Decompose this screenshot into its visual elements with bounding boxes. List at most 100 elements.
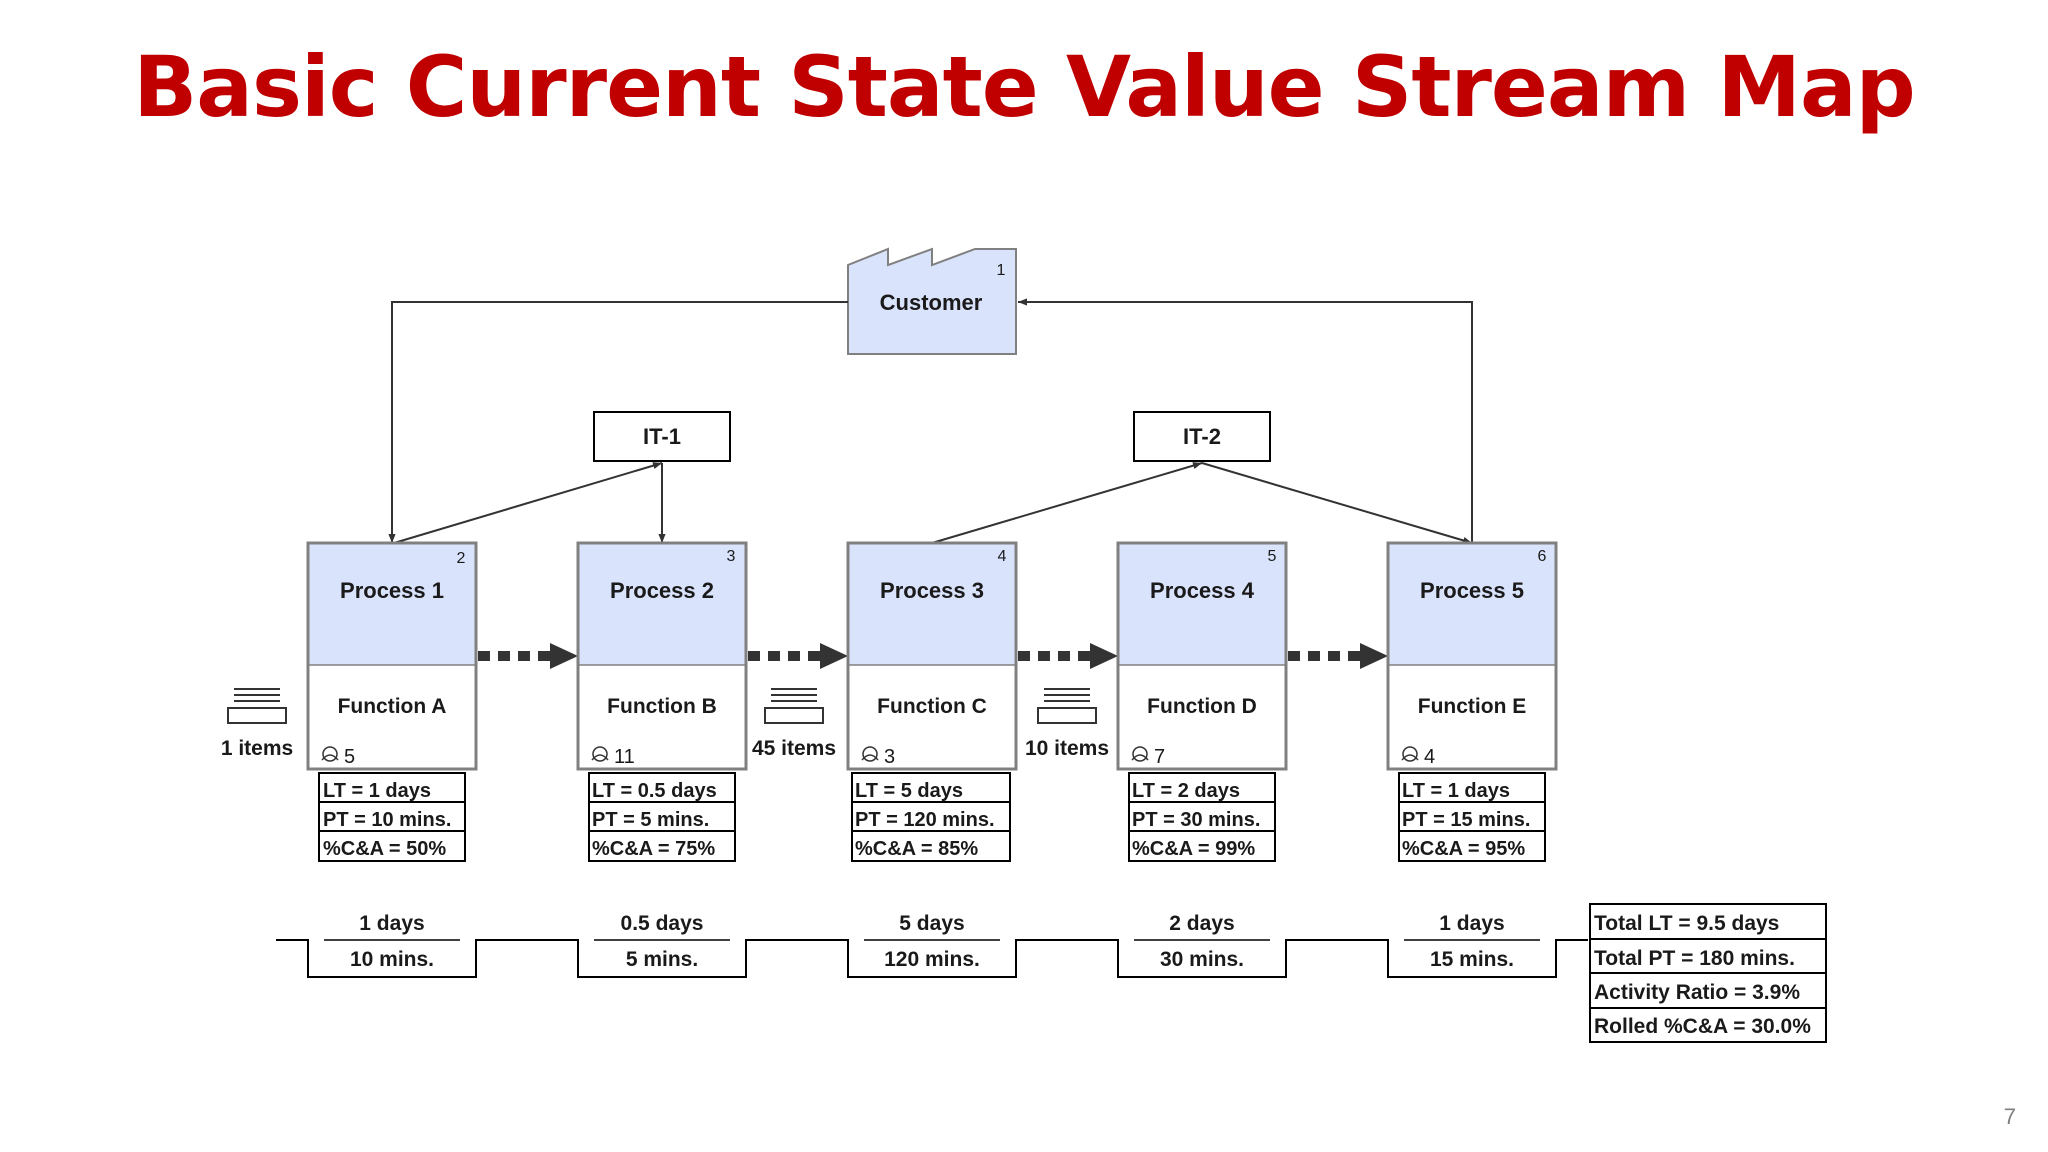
process-name: Process 2 (610, 578, 714, 603)
push-arrow (1288, 643, 1388, 669)
timeline-step-4: 2 days 30 mins. (1134, 912, 1270, 971)
lead-time: LT = 0.5 days (592, 780, 717, 802)
customer-to-process-1-line (388, 301, 848, 543)
total-process-time: Total PT = 180 mins. (1594, 947, 1795, 970)
complete-accurate: %C&A = 75% (592, 838, 715, 860)
timeline-process-time: 5 mins. (626, 948, 698, 971)
summary-box: Total LT = 9.5 days Total PT = 180 mins.… (1589, 903, 1827, 1043)
push-arrow (478, 643, 578, 669)
operator-icon (861, 746, 879, 762)
complete-accurate: %C&A = 50% (323, 838, 446, 860)
data-box-1: LT = 1 days PT = 10 mins. %C&A = 50% (318, 772, 466, 862)
push-arrow (748, 643, 848, 669)
process-name: Process 4 (1150, 578, 1255, 603)
timeline-lead-time: 0.5 days (621, 912, 704, 935)
process-box-5: 6 Process 5 Function E 4 (1386, 541, 1558, 771)
timeline-ladder (276, 939, 1588, 978)
timeline-process-time: 120 mins. (884, 948, 980, 971)
process-time: PT = 120 mins. (855, 809, 995, 831)
operator-icon (321, 746, 339, 762)
data-box-3: LT = 5 days PT = 120 mins. %C&A = 85% (851, 772, 1011, 862)
inventory-label: 45 items (752, 737, 836, 760)
timeline-lead-time: 5 days (899, 912, 964, 935)
inventory-2: 45 items (752, 688, 836, 760)
timeline-process-time: 30 mins. (1160, 948, 1244, 971)
operator-icon (1131, 746, 1149, 762)
process-5-to-customer-line (1018, 298, 1473, 543)
process-name: Process 3 (880, 578, 984, 603)
process-number: 4 (998, 548, 1007, 565)
info-line-process-1-to-it-1 (393, 462, 663, 544)
process-function: Function E (1418, 695, 1527, 718)
customer-node: Customer 1 (847, 247, 1017, 355)
process-function: Function B (607, 695, 717, 718)
complete-accurate: %C&A = 95% (1402, 838, 1525, 860)
process-time: PT = 5 mins. (592, 809, 709, 831)
timeline-lead-time: 1 days (1439, 912, 1504, 935)
lead-time: LT = 1 days (1402, 780, 1510, 802)
complete-accurate: %C&A = 99% (1132, 838, 1255, 860)
information-box-it-1: IT-1 (593, 411, 731, 462)
data-box-2: LT = 0.5 days PT = 5 mins. %C&A = 75% (588, 772, 736, 862)
information-label: IT-1 (643, 424, 681, 449)
info-line-it-2-to-process-5 (1201, 462, 1473, 544)
process-function: Function A (338, 695, 447, 718)
lead-time: LT = 1 days (323, 780, 431, 802)
inventory-1: 1 items (221, 688, 293, 760)
timeline-process-time: 10 mins. (350, 948, 434, 971)
process-time: PT = 15 mins. (1402, 809, 1530, 831)
process-time: PT = 10 mins. (323, 809, 451, 831)
total-lead-time: Total LT = 9.5 days (1594, 912, 1779, 935)
operator-count: 4 (1424, 746, 1435, 768)
timeline-step-5: 1 days 15 mins. (1404, 912, 1540, 971)
operator-count: 7 (1154, 746, 1165, 768)
operator-count: 5 (344, 746, 355, 768)
inventory-icon (764, 688, 824, 724)
operator-icon (1401, 746, 1419, 762)
lead-time: LT = 5 days (855, 780, 963, 802)
inventory-icon (227, 688, 287, 724)
operator-icon (591, 746, 609, 762)
process-number: 5 (1268, 548, 1277, 565)
info-line-process-3-to-it-2 (931, 462, 1203, 544)
timeline-process-time: 15 mins. (1430, 948, 1514, 971)
timeline-lead-time: 1 days (359, 912, 424, 935)
process-box-3: 4 Process 3 Function C 3 (846, 541, 1018, 771)
process-box-2: 3 Process 2 Function B 11 (576, 541, 748, 771)
process-box-4: 5 Process 4 Function D 7 (1116, 541, 1288, 771)
operator-count: 11 (614, 746, 635, 768)
data-box-5: LT = 1 days PT = 15 mins. %C&A = 95% (1398, 772, 1546, 862)
process-number: 3 (727, 548, 736, 565)
customer-label: Customer (880, 290, 983, 315)
operator-count: 3 (884, 746, 895, 768)
inventory-label: 10 items (1025, 737, 1109, 760)
rolled-complete-accurate: Rolled %C&A = 30.0% (1594, 1015, 1811, 1038)
inventory-icon (1037, 688, 1097, 724)
timeline-step-1: 1 days 10 mins. (324, 912, 460, 971)
process-function: Function D (1147, 695, 1257, 718)
activity-ratio: Activity Ratio = 3.9% (1594, 981, 1800, 1004)
process-number: 2 (457, 550, 466, 567)
information-box-it-2: IT-2 (1133, 411, 1271, 462)
factory-icon (847, 247, 1017, 355)
process-function: Function C (877, 695, 987, 718)
timeline-lead-time: 2 days (1169, 912, 1234, 935)
customer-number: 1 (997, 262, 1006, 279)
inventory-label: 1 items (221, 737, 293, 760)
process-time: PT = 30 mins. (1132, 809, 1260, 831)
information-label: IT-2 (1183, 424, 1221, 449)
process-name: Process 5 (1420, 578, 1524, 603)
lead-time: LT = 2 days (1132, 780, 1240, 802)
inventory-3: 10 items (1025, 688, 1109, 760)
page-title: Basic Current State Value Stream Map (133, 38, 1916, 136)
page-number: 7 (2003, 1104, 2016, 1129)
timeline-step-3: 5 days 120 mins. (864, 912, 1000, 971)
process-number: 6 (1538, 548, 1547, 565)
process-name: Process 1 (340, 578, 444, 603)
timeline-step-2: 0.5 days 5 mins. (594, 912, 730, 971)
push-arrow (1018, 643, 1118, 669)
complete-accurate: %C&A = 85% (855, 838, 978, 860)
process-box-1: 2 Process 1 Function A 5 (306, 541, 478, 771)
data-box-4: LT = 2 days PT = 30 mins. %C&A = 99% (1128, 772, 1276, 862)
